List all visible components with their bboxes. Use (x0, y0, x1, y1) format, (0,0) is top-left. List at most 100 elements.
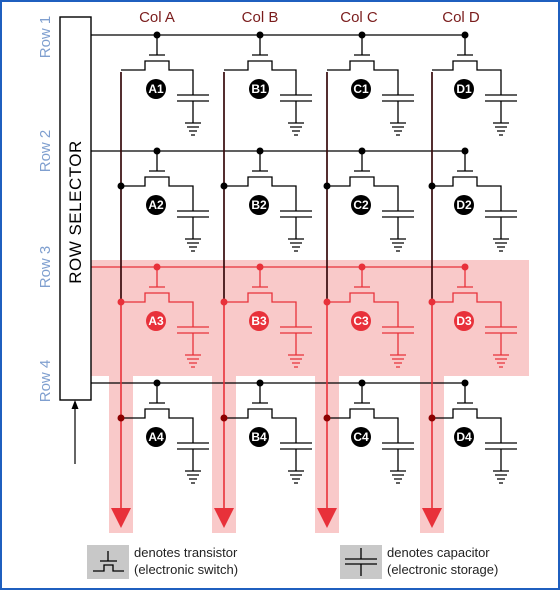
transistor-gate (252, 383, 268, 404)
cell-label-a2: A2 (148, 198, 164, 212)
legend-capacitor-line1: denotes capacitor (387, 545, 490, 560)
bit-junction-dot (323, 414, 331, 422)
capacitor-symbol (280, 326, 312, 355)
ground-icon (288, 122, 304, 136)
transistor-gate (354, 383, 370, 404)
legend-capacitor: denotes capacitor (electronic storage) (340, 545, 498, 579)
cell-label-a1: A1 (148, 82, 164, 96)
cell-badge (351, 79, 371, 99)
transistor-gate (457, 383, 473, 404)
cell-label-a3: A3 (148, 314, 164, 328)
ground-icon (390, 122, 406, 136)
cell-label-d4: D4 (456, 430, 472, 444)
cell-badge (351, 427, 371, 447)
transistor-gate (252, 267, 268, 288)
ground-icon (185, 238, 201, 252)
ground-icon (493, 238, 509, 252)
memory-cell-c1: C1 (327, 31, 414, 136)
selected-row-highlight (91, 260, 529, 533)
transistor-channel (224, 60, 297, 95)
ground-icon (185, 354, 201, 368)
transistor-channel (121, 408, 194, 443)
row-selector-box (59, 16, 92, 401)
bit-junction-dot (428, 298, 436, 306)
col-label-d: Col D (442, 9, 480, 26)
bit-junction-dot (220, 298, 228, 306)
row-label-2: Row 2 (37, 130, 54, 173)
capacitor-symbol (382, 94, 414, 123)
transistor-channel (432, 292, 502, 327)
ground-icon (288, 470, 304, 484)
cell-label-c3: C3 (353, 314, 369, 328)
bit-junction-dot (428, 414, 436, 422)
row-selector-input-arrow (71, 400, 79, 464)
col-label-b: Col B (242, 9, 279, 26)
cell-label-d2: D2 (456, 198, 472, 212)
transistor-channel (432, 60, 502, 95)
cell-badge (146, 79, 166, 99)
transistor-channel (327, 292, 399, 327)
cell-badge (454, 79, 474, 99)
output-arrow-c (317, 508, 337, 528)
transistor-gate (149, 383, 165, 404)
capacitor-symbol (280, 94, 312, 123)
bit-junction-dot (117, 182, 125, 190)
bit-junction-dot (323, 298, 331, 306)
cell-badge (146, 427, 166, 447)
bit-junction-dot (220, 182, 228, 190)
capacitor-symbol (177, 326, 209, 355)
cell-label-a4: A4 (148, 430, 164, 444)
cell-label-d1: D1 (456, 82, 472, 96)
col-label-c: Col C (340, 9, 378, 26)
legend-transistor: denotes transistor (electronic switch) (87, 545, 238, 579)
ground-icon (390, 354, 406, 368)
memory-cell-b4: B4 (220, 379, 312, 484)
cell-label-b4: B4 (251, 430, 267, 444)
bit-junction-dot (428, 182, 436, 190)
transistor-channel (432, 408, 502, 443)
cell-badge (146, 311, 166, 331)
capacitor-symbol (280, 210, 312, 239)
output-arrow-a (111, 508, 131, 528)
ground-icon (390, 470, 406, 484)
bit-junction-dot (220, 414, 228, 422)
transistor-gate (354, 267, 370, 288)
transistor-channel (224, 408, 297, 443)
transistor-gate (457, 151, 473, 172)
ground-icon (288, 238, 304, 252)
cell-label-d3: D3 (456, 314, 472, 328)
row-label-3: Row 3 (37, 246, 54, 289)
cell-label-c4: C4 (353, 430, 369, 444)
capacitor-symbol (177, 94, 209, 123)
col-label-a: Col A (139, 9, 175, 26)
transistor-channel (327, 176, 399, 211)
legend-capacitor-line2: (electronic storage) (387, 562, 498, 577)
transistor-gate (149, 151, 165, 172)
memory-cell-c2: C2 (323, 147, 414, 252)
capacitor-symbol (177, 442, 209, 471)
memory-cell-a1: A1 (121, 31, 209, 136)
transistor-channel (121, 176, 194, 211)
memory-cell-b3: B3 (220, 263, 312, 368)
transistor-channel (121, 60, 194, 95)
output-arrow-b (214, 508, 234, 528)
row-selector-label: ROW SELECTOR (66, 140, 85, 284)
ground-icon (185, 122, 201, 136)
capacitor-symbol (382, 210, 414, 239)
capacitor-symbol (485, 94, 517, 123)
cell-badge (249, 427, 269, 447)
cell-label-b1: B1 (251, 82, 267, 96)
cell-badge (146, 195, 166, 215)
output-arrow-d (422, 508, 442, 528)
transistor-channel (327, 60, 399, 95)
capacitor-symbol (485, 326, 517, 355)
ground-icon (493, 470, 509, 484)
cell-badge (249, 311, 269, 331)
transistor-gate (149, 35, 165, 56)
ground-icon (288, 354, 304, 368)
transistor-gate (252, 35, 268, 56)
ground-icon (185, 470, 201, 484)
transistor-gate (149, 267, 165, 288)
